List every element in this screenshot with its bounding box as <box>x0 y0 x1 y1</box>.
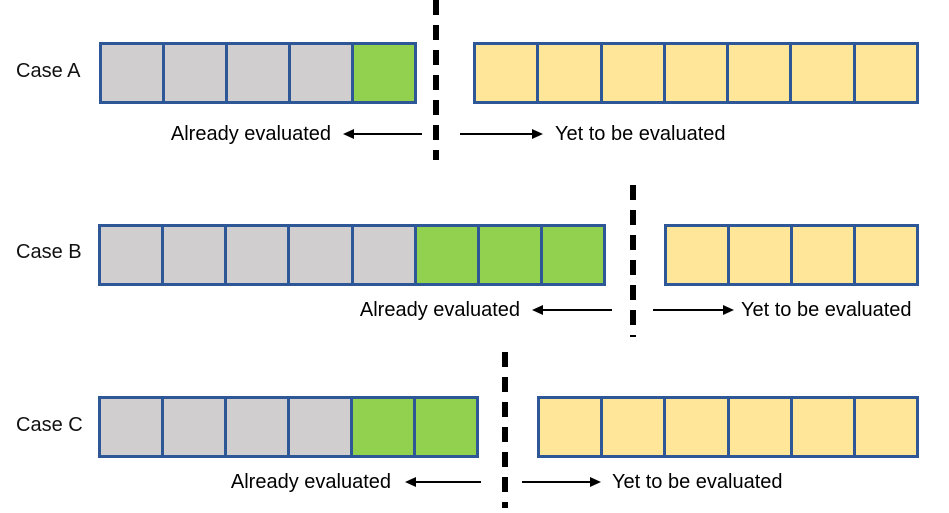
yellow-cell <box>536 45 600 101</box>
case-a-evaluated-row <box>99 42 417 104</box>
yellow-cell <box>726 399 790 455</box>
case-a-label: Case A <box>16 60 81 82</box>
yellow-cell <box>540 399 601 455</box>
case-c-pending-row <box>537 396 919 458</box>
yellow-cell <box>789 45 853 101</box>
case-b-boundary-dashed-line <box>630 185 636 337</box>
case-b-pending-row <box>664 224 919 286</box>
green-cell <box>350 399 413 455</box>
gray-cell <box>350 227 414 283</box>
yellow-cell <box>476 45 537 101</box>
green-cell <box>476 227 540 283</box>
case-a-boundary-dashed-line <box>433 0 439 160</box>
case-b-evaluated-row <box>98 224 606 286</box>
gray-cell <box>101 227 162 283</box>
arrow-right-icon <box>653 305 734 315</box>
gray-cell <box>101 399 161 455</box>
gray-cell <box>287 227 351 283</box>
case-c-already-evaluated-label: Already evaluated <box>230 471 391 493</box>
green-cell <box>413 399 476 455</box>
green-cell <box>351 45 414 101</box>
case-c-boundary-dashed-line <box>502 352 508 508</box>
green-cell <box>413 227 477 283</box>
gray-cell <box>161 399 224 455</box>
gray-cell <box>224 227 288 283</box>
case-a-pending-row <box>473 42 919 104</box>
case-c-yet-to-be-evaluated-label: Yet to be evaluated <box>612 471 783 493</box>
yellow-cell <box>599 45 663 101</box>
gray-cell <box>102 45 162 101</box>
arrow-left-icon <box>343 129 422 139</box>
case-c-evaluated-row <box>98 396 479 458</box>
gray-cell <box>161 227 225 283</box>
gray-cell <box>288 45 351 101</box>
case-b-label: Case B <box>16 241 82 263</box>
gray-cell <box>224 399 287 455</box>
green-cell <box>539 227 603 283</box>
yellow-cell <box>726 45 790 101</box>
yellow-cell <box>663 399 727 455</box>
arrow-left-icon <box>532 305 612 315</box>
case-b-yet-to-be-evaluated-label: Yet to be evaluated <box>741 299 912 321</box>
yellow-cell <box>852 399 917 455</box>
case-a-already-evaluated-label: Already evaluated <box>170 123 331 145</box>
gray-cell <box>225 45 288 101</box>
yellow-cell <box>662 45 727 101</box>
gray-cell <box>162 45 225 101</box>
arrow-left-icon <box>405 477 481 487</box>
yellow-cell <box>727 227 790 283</box>
yellow-cell <box>853 227 916 283</box>
arrow-right-icon <box>460 129 543 139</box>
yellow-cell <box>789 399 853 455</box>
yellow-cell <box>667 227 727 283</box>
yellow-cell <box>852 45 916 101</box>
arrow-right-icon <box>522 477 601 487</box>
case-a-yet-to-be-evaluated-label: Yet to be evaluated <box>555 123 726 145</box>
yellow-cell <box>600 399 664 455</box>
gray-cell <box>287 399 350 455</box>
case-c-label: Case C <box>16 414 83 436</box>
yellow-cell <box>790 227 853 283</box>
case-b-already-evaluated-label: Already evaluated <box>359 299 520 321</box>
